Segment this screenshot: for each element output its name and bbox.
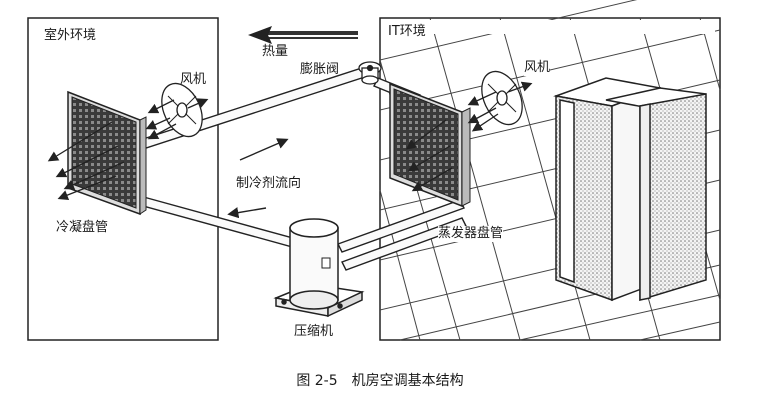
evaporator-coil <box>389 82 471 208</box>
evaporator-airflow-arrows <box>405 119 453 192</box>
compressor <box>273 218 365 318</box>
expansion-valve <box>358 61 382 85</box>
left-fan-icon <box>145 82 209 140</box>
evaporator-coil-label: 蒸发器盘管 <box>438 226 504 242</box>
it-environment-label: IT环境 <box>388 24 426 40</box>
heat-label: 热量 <box>262 44 289 59</box>
condenser-airflow-arrows <box>47 121 125 200</box>
condenser-coil-label: 冷凝盘管 <box>56 220 109 235</box>
outdoor-environment-box <box>27 17 219 341</box>
heat-arrow <box>248 26 358 44</box>
outdoor-environment-label: 室外环境 <box>44 28 97 43</box>
refrigerant-flow-arrows <box>227 138 289 219</box>
expansion-valve-label: 膨胀阀 <box>300 62 340 77</box>
figure-caption: 图 2-5 机房空调基本结构 <box>296 373 464 389</box>
fan-right-label: 风机 <box>524 60 551 76</box>
fan-left-label: 风机 <box>180 72 207 87</box>
server-racks <box>553 77 707 302</box>
refrigerant-flow-label: 制冷剂流向 <box>236 176 302 191</box>
right-fan-icon <box>467 70 533 132</box>
compressor-label: 压缩机 <box>294 324 334 339</box>
condenser-coil <box>67 90 147 216</box>
